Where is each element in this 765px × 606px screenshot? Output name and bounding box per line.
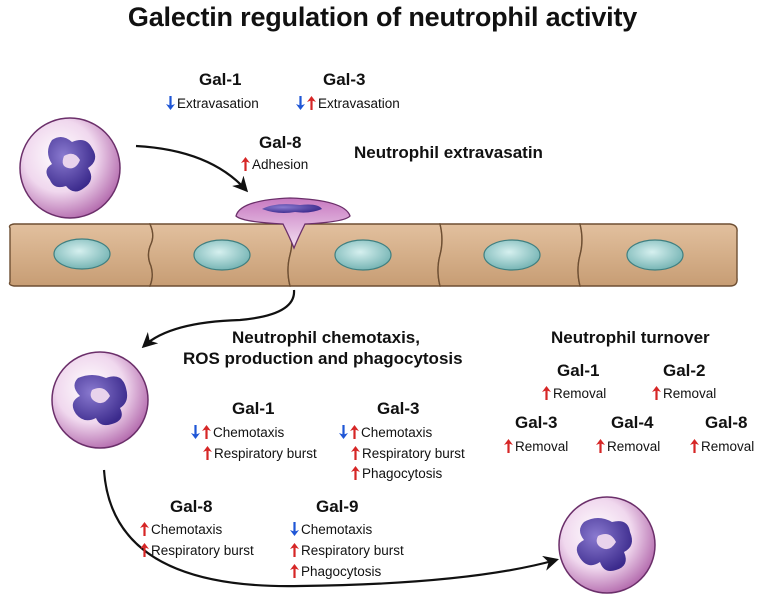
up-arrow-icon <box>203 446 212 460</box>
upregulation-marker <box>140 543 149 561</box>
effect-line: Removal <box>596 439 660 457</box>
galectin-label: Gal-9 <box>316 497 359 516</box>
up-arrow-icon <box>652 386 661 400</box>
section-turnover: Neutrophil turnover <box>551 328 710 347</box>
upregulation-marker <box>351 466 360 484</box>
effect-line: Chemotaxis <box>140 522 222 540</box>
upregulation-marker <box>290 543 299 561</box>
galectin-label: Gal-8 <box>170 497 213 516</box>
endothelial-nucleus-1 <box>53 238 111 270</box>
up-arrow-icon <box>307 96 316 110</box>
effect-line: Respiratory burst <box>290 543 404 561</box>
up-arrow-icon <box>290 543 299 557</box>
up-arrow-icon <box>140 522 149 536</box>
effect-line: Removal <box>542 386 606 404</box>
effect-line: Chemotaxis <box>191 425 284 443</box>
up-arrow-icon <box>542 386 551 400</box>
down-arrow-icon <box>296 96 305 110</box>
upregulation-marker <box>290 564 299 582</box>
up-arrow-icon <box>504 439 513 453</box>
galectin-label: Gal-2 <box>663 361 706 380</box>
effect-line: Removal <box>690 439 754 457</box>
effect-line: Removal <box>504 439 568 457</box>
upregulation-marker <box>652 386 661 404</box>
up-arrow-icon <box>350 425 359 439</box>
up-arrow-icon <box>290 564 299 578</box>
upregulation-marker <box>307 96 316 114</box>
effect-line: Phagocytosis <box>290 564 381 582</box>
upregulation-marker <box>241 157 250 175</box>
endothelium-layer <box>8 223 738 287</box>
neutrophil-circulating <box>19 117 121 219</box>
upregulation-marker <box>203 446 212 464</box>
transmigrating-neutrophil <box>235 197 351 250</box>
down-arrow-icon <box>166 96 175 110</box>
galectin-label: Gal-1 <box>232 399 275 418</box>
up-arrow-icon <box>202 425 211 439</box>
figure-title: Galectin regulation of neutrophil activi… <box>127 2 638 32</box>
endothelial-nucleus-2 <box>193 239 251 271</box>
downregulation-marker <box>166 96 175 114</box>
neutrophil-migrating <box>51 351 149 449</box>
endothelial-nucleus-3 <box>334 239 392 271</box>
effect-line: Phagocytosis <box>351 466 442 484</box>
downregulation-marker <box>296 96 305 114</box>
effect-line: Chemotaxis <box>290 522 372 540</box>
endothelial-nucleus-4 <box>483 239 541 271</box>
down-arrow-icon <box>339 425 348 439</box>
section-extravasation: Neutrophil extravasatin <box>354 143 543 162</box>
effect-line: Respiratory burst <box>203 446 317 464</box>
section-chemotaxis-line1: Neutrophil chemotaxis, <box>232 328 420 347</box>
arrow-to-turnover <box>102 469 559 588</box>
downregulation-marker <box>339 425 348 443</box>
effect-line: Respiratory burst <box>351 446 465 464</box>
galectin-label: Gal-8 <box>259 133 302 152</box>
galectin-label: Gal-3 <box>323 70 366 89</box>
galectin-label: Gal-4 <box>611 413 654 432</box>
effect-line: Extravasation <box>296 96 400 114</box>
arrow-to-adhesion <box>135 144 249 193</box>
up-arrow-icon <box>690 439 699 453</box>
upregulation-marker <box>504 439 513 457</box>
effect-line: Chemotaxis <box>339 425 432 443</box>
up-arrow-icon <box>241 157 250 171</box>
galectin-label: Gal-8 <box>705 413 748 432</box>
upregulation-marker <box>542 386 551 404</box>
arrow-to-chemotaxis <box>141 289 296 349</box>
endothelial-nucleus-5 <box>626 239 684 271</box>
up-arrow-icon <box>140 543 149 557</box>
down-arrow-icon <box>290 522 299 536</box>
upregulation-marker <box>596 439 605 457</box>
galectin-label: Gal-3 <box>377 399 420 418</box>
downregulation-marker <box>290 522 299 540</box>
up-arrow-icon <box>596 439 605 453</box>
effect-line: Removal <box>652 386 716 404</box>
effect-line: Respiratory burst <box>140 543 254 561</box>
upregulation-marker <box>202 425 211 443</box>
galectin-label: Gal-3 <box>515 413 558 432</box>
downregulation-marker <box>191 425 200 443</box>
upregulation-marker <box>350 425 359 443</box>
section-chemotaxis-line2: ROS production and phagocytosis <box>183 349 463 368</box>
effect-line: Adhesion <box>241 157 308 175</box>
neutrophil-removed <box>558 496 656 594</box>
upregulation-marker <box>351 446 360 464</box>
upregulation-marker <box>690 439 699 457</box>
down-arrow-icon <box>191 425 200 439</box>
effect-line: Extravasation <box>166 96 259 114</box>
galectin-label: Gal-1 <box>557 361 600 380</box>
up-arrow-icon <box>351 446 360 460</box>
up-arrow-icon <box>351 466 360 480</box>
upregulation-marker <box>140 522 149 540</box>
galectin-label: Gal-1 <box>199 70 242 89</box>
